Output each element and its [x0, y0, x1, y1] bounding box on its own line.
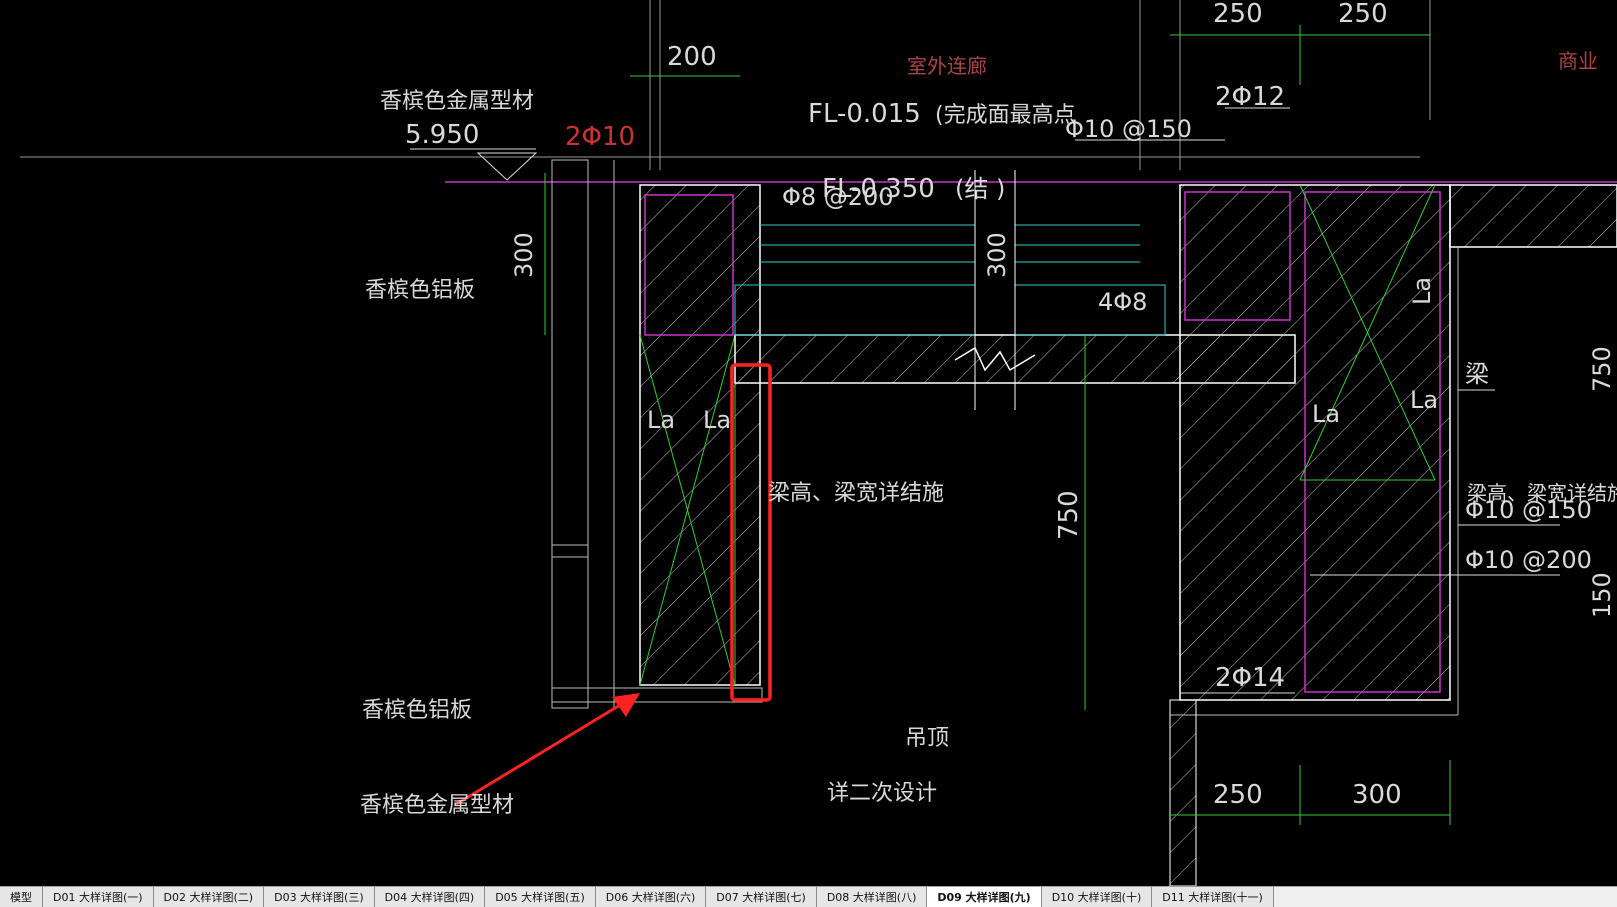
highlight-arrow-head: [612, 693, 640, 717]
dim-300-left-label: 300: [510, 232, 538, 278]
dim-300-bottom-label: 300: [1352, 780, 1402, 810]
upper-slab-right: [1449, 184, 1617, 248]
secondary-design-label: 详二次设计: [827, 781, 937, 806]
cladding-bracket: [551, 544, 589, 558]
la-line: [1299, 184, 1436, 481]
rebar-2phi12-label: 2Φ12: [1215, 82, 1285, 112]
rebar-2phi10-label: 2Φ10: [565, 122, 635, 152]
phi10-150-right-label: Φ10 @150: [1465, 496, 1592, 524]
metal-profile-top-label: 香槟色金属型材: [380, 89, 534, 114]
la-label-3: La: [1312, 400, 1340, 428]
highlight-box: [730, 363, 772, 702]
beam-note-right-label: 梁高、梁宽详结施: [1467, 481, 1617, 505]
phi10-150-top-label: Φ10 @150: [1065, 115, 1192, 143]
tab-layout[interactable]: D01 大样详图(一): [43, 887, 154, 907]
right-beam-rebar-cage-top: [1184, 191, 1291, 321]
metal-profile-bottom-label: 香槟色金属型材: [360, 793, 514, 818]
la-line: [639, 334, 736, 686]
la-label-2: La: [703, 406, 731, 434]
tab-layout[interactable]: D09 大样详图(九): [927, 887, 1042, 907]
fl-level-label: FL-0.015: [808, 99, 921, 129]
dim-250-bottom-label: 250: [1213, 780, 1263, 810]
dim-750-label: 750: [1054, 490, 1084, 540]
ceiling-label: 吊顶: [905, 726, 949, 751]
rebar-4phi8-label: 4Φ8: [1098, 288, 1147, 316]
lower-column: [1169, 699, 1197, 886]
dim-750-right-label: 750: [1588, 346, 1616, 392]
phi8-200-label: Φ8 @200: [782, 183, 894, 211]
aluminum-bottom-label: 香槟色铝板: [362, 698, 472, 723]
tab-layout[interactable]: D02 大样详图(二): [153, 887, 265, 907]
elevation-marker: [476, 152, 538, 181]
tab-layout[interactable]: D03 大样详图(三): [264, 887, 375, 907]
highlight-arrow-shaft: [454, 700, 626, 807]
dim-200-label: 200: [667, 42, 717, 72]
slab-finish-layer: [734, 284, 976, 336]
tab-layout[interactable]: D07 大样详图(七): [706, 887, 817, 907]
tab-layout[interactable]: D11 大样详图(十一): [1152, 887, 1274, 907]
phi10-200-label: Φ10 @200: [1465, 546, 1592, 574]
left-beam-section: [639, 184, 761, 686]
dim-150-right-label: 150: [1588, 572, 1616, 618]
struct-note-label: (结 ): [955, 175, 1005, 203]
cad-drawing-canvas[interactable]: 200 室外连廊 FL-0.015 (完成面最高点 香槟色金属型材 5.950 …: [0, 0, 1617, 886]
right-beam-section: [1179, 184, 1451, 701]
fl-level-2-label: FL-0.350: [822, 174, 935, 204]
tab-layout[interactable]: D08 大样详图(八): [816, 887, 928, 907]
la-label-5: La: [1408, 277, 1436, 305]
aluminum-top-label: 香槟色铝板: [365, 278, 475, 303]
commercial-label: 商业: [1558, 49, 1598, 73]
detail-drawing: 200 室外连廊 FL-0.015 (完成面最高点 香槟色金属型材 5.950 …: [20, 0, 1617, 886]
finish-note-label: (完成面最高点: [935, 103, 1076, 128]
beam-note-left-label: 梁高、梁宽详结施: [768, 481, 944, 506]
dim-250-top-a-label: 250: [1213, 0, 1263, 29]
break-line-symbol: [954, 346, 1036, 372]
corridor-label: 室外连廊: [907, 54, 987, 78]
la-label-1: La: [647, 406, 675, 434]
tab-layout[interactable]: D10 大样详图(十): [1041, 887, 1153, 907]
elevation-5950-label: 5.950: [405, 120, 479, 150]
tab-layout[interactable]: D06 大样详图(六): [595, 887, 707, 907]
cladding-bottom: [551, 687, 763, 703]
cladding-frame: [551, 159, 589, 709]
dim-250-top-b-label: 250: [1338, 0, 1388, 29]
la-label-4: La: [1410, 386, 1438, 414]
tab-layout[interactable]: D05 大样详图(五): [485, 887, 596, 907]
beam-label: 梁: [1465, 360, 1489, 388]
tab-layout[interactable]: D04 大样详图(四): [374, 887, 486, 907]
left-beam-rebar-cage: [644, 194, 734, 336]
tab-model[interactable]: 模型: [0, 887, 43, 907]
rebar-2phi14-label: 2Φ14: [1215, 663, 1285, 693]
right-beam-rebar-cage: [1304, 191, 1441, 693]
dim-300-mid-label: 300: [983, 232, 1011, 278]
